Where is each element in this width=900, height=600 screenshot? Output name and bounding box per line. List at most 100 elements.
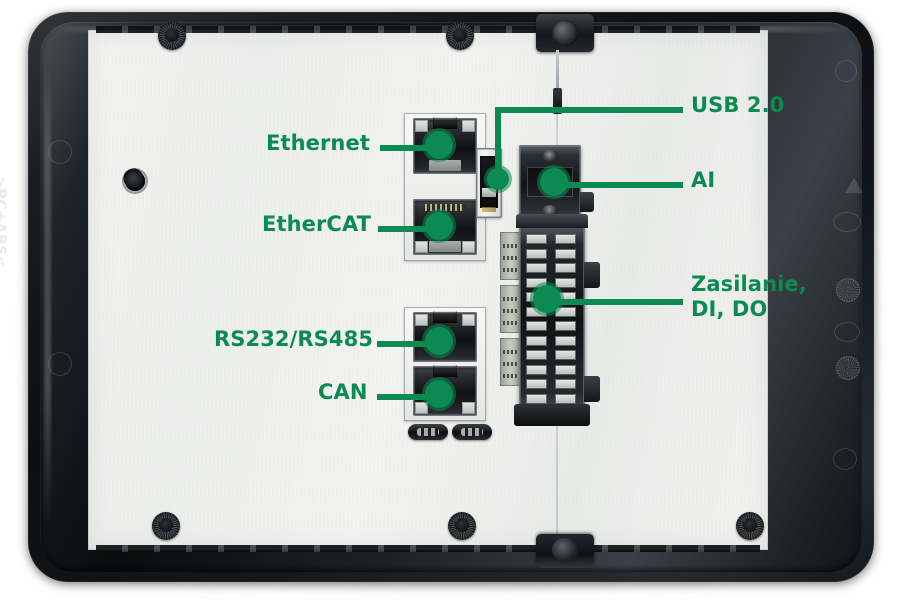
terminal-row — [524, 392, 580, 407]
terminal-pole — [555, 248, 576, 259]
terminal-block-rows — [524, 232, 580, 406]
pcb-trace — [503, 374, 523, 378]
dip-switch-left — [408, 424, 448, 440]
callout-label-power-di-do: Zasilanie, DI, DO — [691, 272, 807, 321]
mold-screw-mark-1 — [836, 278, 860, 302]
terminal-pole — [526, 263, 547, 273]
rj45-contact-pins — [425, 204, 465, 211]
rj45-corner-right — [462, 402, 475, 414]
rj45-corner-left — [415, 241, 428, 253]
bottom-clip-strip — [96, 545, 760, 552]
terminal-pole — [555, 335, 576, 346]
callout-leader-power-di-do — [558, 299, 683, 305]
terminal-block-base — [514, 404, 590, 426]
terminal-pole — [555, 234, 576, 244]
terminal-pole — [526, 248, 547, 259]
ai-screw-top — [542, 150, 558, 161]
callout-leader-ai — [566, 182, 683, 188]
rj45-corner-left — [415, 314, 428, 326]
material-marking: >PC+ABS< — [0, 176, 8, 269]
terminal-pole — [555, 263, 576, 273]
rj45-corner-left — [415, 120, 428, 132]
dip-switch-right — [452, 424, 492, 440]
callout-label-ai: AI — [691, 168, 716, 192]
rj45-notch — [433, 365, 457, 377]
ai-screw-bottom — [542, 205, 558, 216]
rj45-corner-right — [462, 314, 475, 326]
mold-circle-mark-4 — [833, 448, 857, 470]
power-di-do-terminal-block — [519, 226, 585, 412]
pcb-trace — [503, 309, 523, 313]
callout-leader-ethernet — [380, 145, 448, 151]
terminal-pole — [526, 379, 547, 389]
usb-tongue — [482, 188, 496, 197]
standoff-post-top-left — [158, 22, 186, 50]
pcb-trace — [503, 297, 523, 301]
terminal-pole — [526, 277, 547, 288]
pcb-trace — [503, 256, 523, 260]
pcb-trace — [503, 268, 523, 272]
mold-triangle-mark — [845, 178, 863, 193]
callout-leader-usb20 — [497, 107, 683, 113]
terminal-block-ear-bottom — [584, 376, 600, 402]
top-clip-strip — [96, 26, 760, 33]
terminal-pole — [555, 306, 576, 317]
usb-contacts — [482, 207, 496, 212]
terminal-pole — [555, 277, 576, 288]
bottom-hinge-knuckle — [552, 538, 578, 562]
terminal-pole — [526, 306, 547, 317]
terminal-row — [524, 377, 580, 392]
mold-circle-mark-3 — [835, 60, 857, 82]
mold-screw-mark-2 — [836, 356, 860, 380]
terminal-pole — [526, 335, 547, 346]
terminal-row — [524, 305, 580, 320]
terminal-row — [524, 348, 580, 363]
callout-label-usb20: USB 2.0 — [691, 93, 785, 117]
rj45-notch — [433, 117, 457, 129]
rj45-tongue — [429, 160, 461, 171]
terminal-row — [524, 261, 580, 276]
terminal-pole — [526, 321, 547, 331]
standoff-post-bottom-left — [152, 512, 180, 540]
terminal-pole — [555, 393, 576, 404]
callout-leader-rs232rs485 — [377, 341, 448, 347]
rj45-notch — [433, 311, 457, 323]
rj45-tongue — [429, 241, 461, 252]
standoff-post-bottom-mid — [448, 512, 476, 540]
terminal-pole — [526, 364, 547, 375]
terminal-block-ear-top — [584, 262, 600, 288]
terminal-pole — [555, 292, 576, 302]
hinge-tab — [553, 88, 562, 114]
hinge-pin — [556, 50, 559, 102]
rj45-corner-left — [415, 402, 428, 414]
housing-left-highlight — [44, 58, 51, 528]
callout-leader-elbow-usb20 — [495, 107, 501, 180]
terminal-block-cap — [516, 214, 588, 228]
plate-screw-hole-left — [122, 168, 148, 194]
mold-circle-mark-2 — [48, 352, 72, 376]
rj45-corner-right — [462, 120, 475, 132]
terminal-pole — [555, 379, 576, 389]
rj45-corner-right — [462, 241, 475, 253]
terminal-pole — [526, 393, 547, 404]
callout-dot-ai — [540, 168, 568, 196]
pcb-trace — [503, 362, 523, 366]
terminal-row — [524, 334, 580, 349]
ai-connector-ear — [580, 192, 594, 212]
terminal-row — [524, 363, 580, 378]
terminal-row — [524, 247, 580, 262]
terminal-row — [524, 232, 580, 247]
terminal-pole — [555, 350, 576, 360]
terminal-row — [524, 276, 580, 291]
callout-leader-can — [377, 394, 448, 400]
mold-oval-mark-2 — [834, 322, 860, 342]
top-hinge-knuckle — [552, 20, 578, 46]
terminal-pole — [526, 234, 547, 244]
can-rj45-port — [413, 365, 477, 416]
callout-leader-ethercat — [378, 226, 448, 232]
terminal-row — [524, 319, 580, 334]
pcb-trace — [503, 350, 523, 354]
standoff-post-bottom-right — [736, 512, 764, 540]
pcb-trace — [503, 244, 523, 248]
